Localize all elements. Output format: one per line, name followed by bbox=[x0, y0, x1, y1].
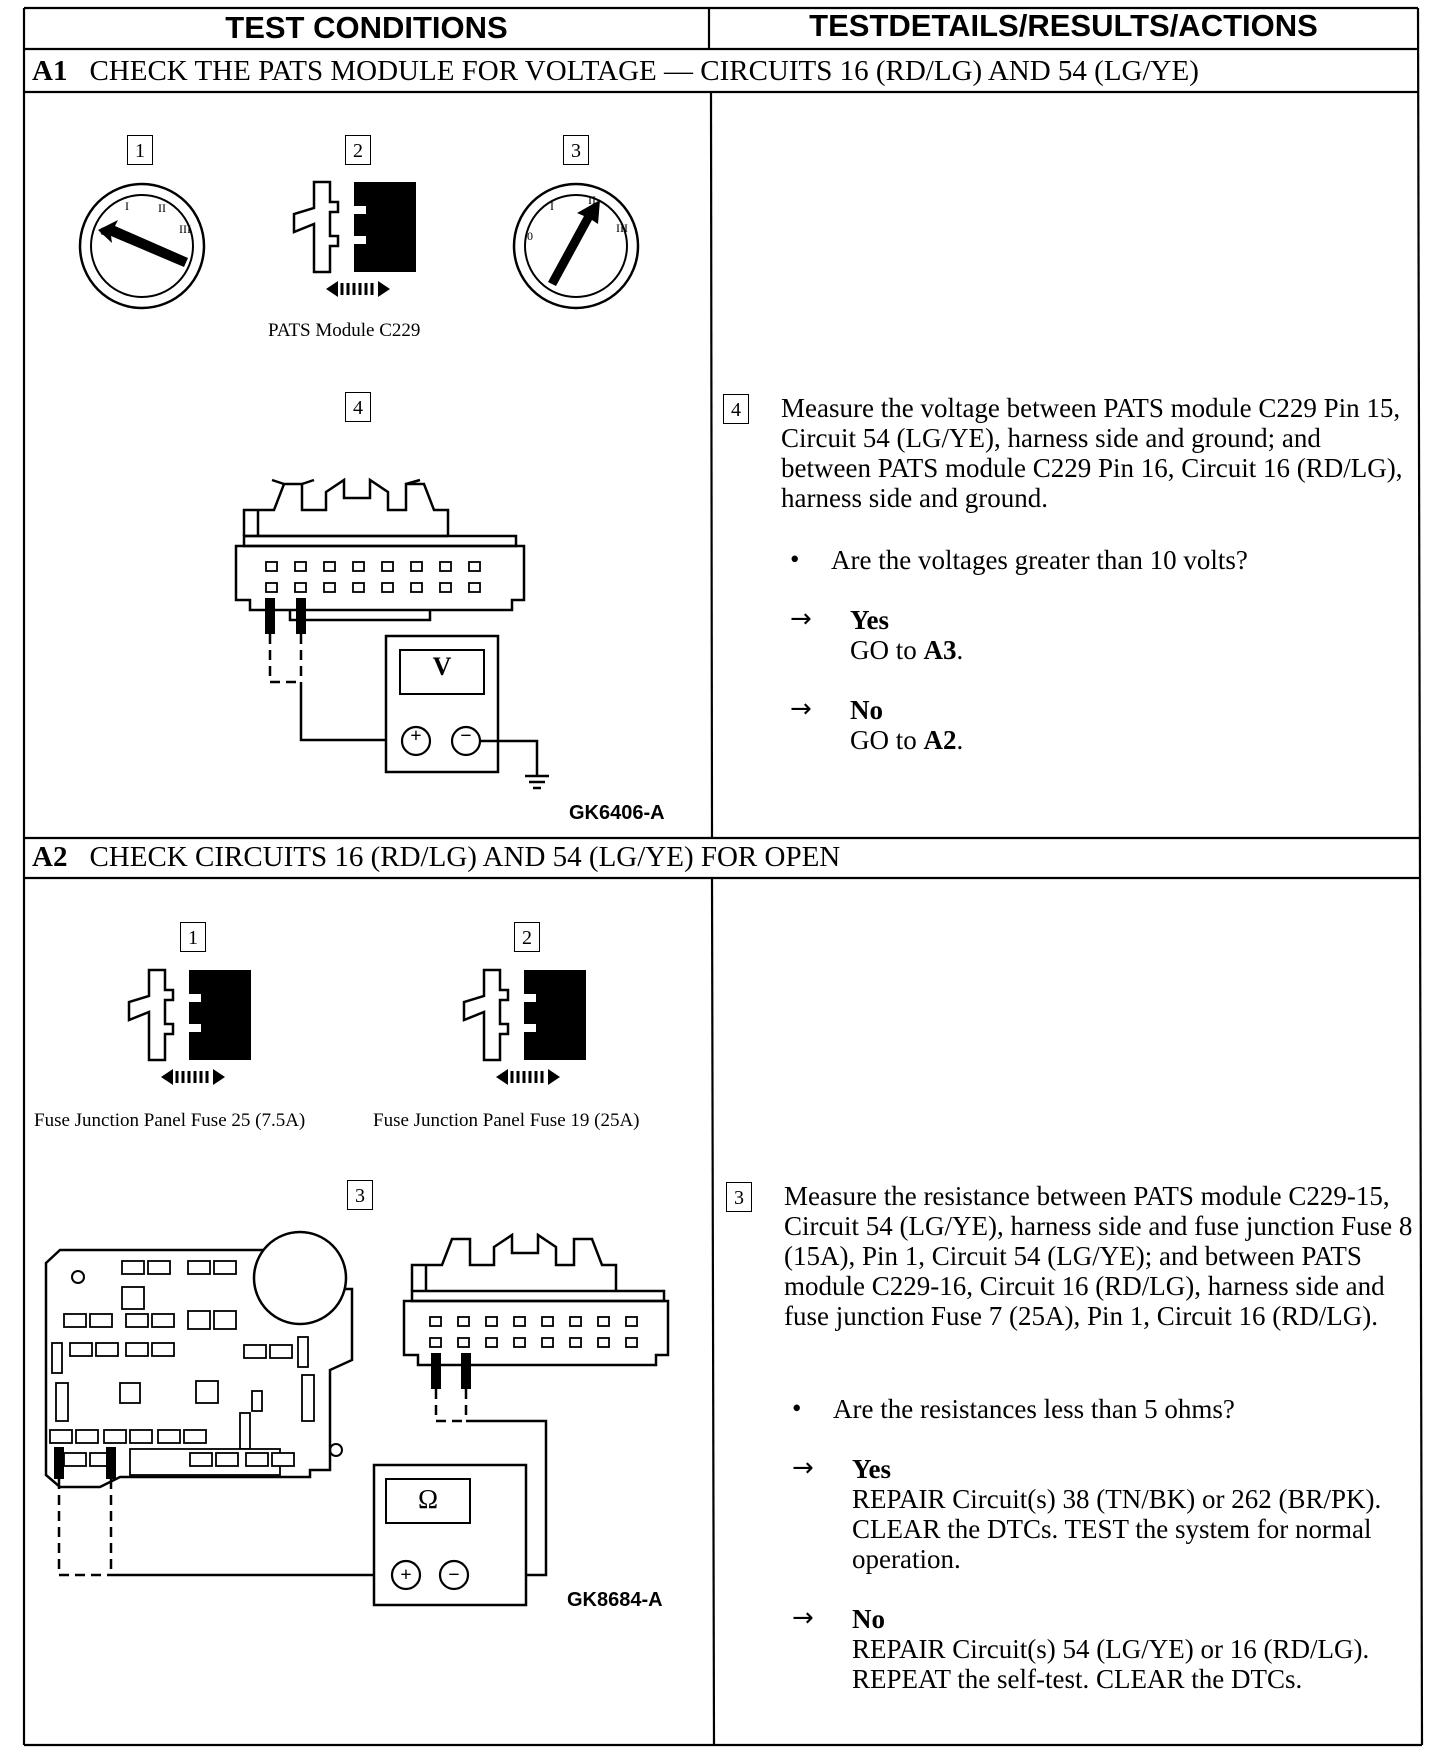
fuse-19-remove-icon bbox=[462, 968, 586, 1085]
fuse-panel-ohmmeter-diagram bbox=[44, 1230, 670, 1607]
a1-step-3: 3 bbox=[563, 135, 589, 165]
a1-yes-action-prefix: GO to bbox=[850, 635, 924, 665]
a2-no-arrow: → bbox=[792, 1603, 814, 1633]
voltmeter-symbol: V bbox=[432, 652, 452, 681]
a1-no-action-suffix: . bbox=[956, 725, 964, 755]
svg-text:III: III bbox=[616, 221, 628, 235]
a2-no-label: No bbox=[852, 1604, 885, 1634]
svg-text:II: II bbox=[158, 201, 166, 215]
a1-yes-result: Yes GO to A3. bbox=[850, 605, 963, 665]
a2-detail-step-3: 3 bbox=[726, 1182, 752, 1212]
a1-no-target: A2 bbox=[923, 725, 957, 755]
a1-step-1: 1 bbox=[127, 135, 153, 165]
a1-yes-action-suffix: . bbox=[956, 635, 964, 665]
svg-text:I: I bbox=[550, 199, 554, 213]
ignition-switch-off-icon: 0 I II III bbox=[78, 182, 206, 310]
a1-no-arrow: → bbox=[790, 694, 812, 724]
a2-yes-arrow: → bbox=[792, 1453, 814, 1483]
a2-yes-result: Yes REPAIR Circuit(s) 38 (TN/BK) or 262 … bbox=[852, 1454, 1412, 1574]
section-a1-title: A1 CHECK THE PATS MODULE FOR VOLTAGE — CI… bbox=[32, 55, 1199, 88]
a1-detail-step-4: 4 bbox=[723, 394, 749, 424]
a2-instruction: Measure the resistance between PATS modu… bbox=[784, 1181, 1413, 1331]
svg-text:0: 0 bbox=[527, 229, 533, 243]
a1-no-label: No bbox=[850, 695, 883, 725]
caption-fuse-19: Fuse Junction Panel Fuse 19 (25A) bbox=[373, 1110, 640, 1131]
a2-yes-label: Yes bbox=[852, 1454, 891, 1484]
voltmeter-connector-diagram bbox=[234, 477, 549, 790]
a1-no-result: No GO to A2. bbox=[850, 695, 963, 755]
ohmmeter-minus: − bbox=[448, 1564, 460, 1586]
fuse-25-remove-icon bbox=[127, 968, 251, 1085]
voltmeter-minus: − bbox=[460, 725, 472, 747]
svg-text:III: III bbox=[179, 222, 191, 236]
header-test-conditions: TEST CONDITIONS bbox=[225, 10, 508, 45]
section-a2-title: A2 CHECK CIRCUITS 16 (RD/LG) AND 54 (LG/Y… bbox=[32, 841, 840, 874]
a1-no-action-prefix: GO to bbox=[850, 725, 924, 755]
a2-question: Are the resistances less than 5 ohms? bbox=[833, 1394, 1235, 1424]
svg-text:II: II bbox=[588, 193, 596, 207]
ohmmeter-symbol: Ω bbox=[417, 1484, 439, 1514]
a1-question: Are the voltages greater than 10 volts? bbox=[831, 545, 1248, 575]
a2-no-action: REPAIR Circuit(s) 54 (LG/YE) or 16 (RD/L… bbox=[852, 1634, 1370, 1694]
a1-instruction: Measure the voltage between PATS module … bbox=[781, 393, 1403, 513]
ignition-switch-run-icon: 0 I II III bbox=[512, 182, 640, 310]
a2-step-2: 2 bbox=[514, 922, 540, 952]
svg-text:I: I bbox=[125, 199, 129, 213]
a1-yes-arrow: → bbox=[790, 604, 812, 634]
section-a2-id: A2 bbox=[32, 841, 68, 873]
section-a1-id: A1 bbox=[32, 55, 68, 87]
figure-code-a2: GK8684-A bbox=[567, 1589, 663, 1611]
a1-bullet: • bbox=[790, 544, 800, 574]
caption-pats-module-c229: PATS Module C229 bbox=[268, 320, 421, 341]
connector-disconnect-icon bbox=[292, 180, 416, 297]
header-test-details: TESTDETAILS/RESULTS/ACTIONS bbox=[809, 8, 1318, 43]
caption-fuse-25: Fuse Junction Panel Fuse 25 (7.5A) bbox=[34, 1110, 306, 1131]
a2-step-3: 3 bbox=[347, 1180, 373, 1210]
a1-step-4: 4 bbox=[345, 392, 371, 422]
section-a1-title-text: CHECK THE PATS MODULE FOR VOLTAGE — CIRC… bbox=[89, 55, 1199, 87]
a2-yes-action: REPAIR Circuit(s) 38 (TN/BK) or 262 (BR/… bbox=[852, 1484, 1382, 1574]
a2-no-result: No REPAIR Circuit(s) 54 (LG/YE) or 16 (R… bbox=[852, 1604, 1412, 1694]
a1-yes-target: A3 bbox=[923, 635, 957, 665]
a1-yes-label: Yes bbox=[850, 605, 889, 635]
a2-step-1: 1 bbox=[180, 922, 206, 952]
section-a2-title-text: CHECK CIRCUITS 16 (RD/LG) AND 54 (LG/YE)… bbox=[89, 841, 841, 873]
ohmmeter-plus: + bbox=[400, 1564, 412, 1586]
a2-bullet: • bbox=[792, 1393, 802, 1423]
figure-code-a1: GK6406-A bbox=[569, 802, 665, 824]
voltmeter-plus: + bbox=[410, 725, 422, 747]
a1-step-2: 2 bbox=[345, 135, 371, 165]
